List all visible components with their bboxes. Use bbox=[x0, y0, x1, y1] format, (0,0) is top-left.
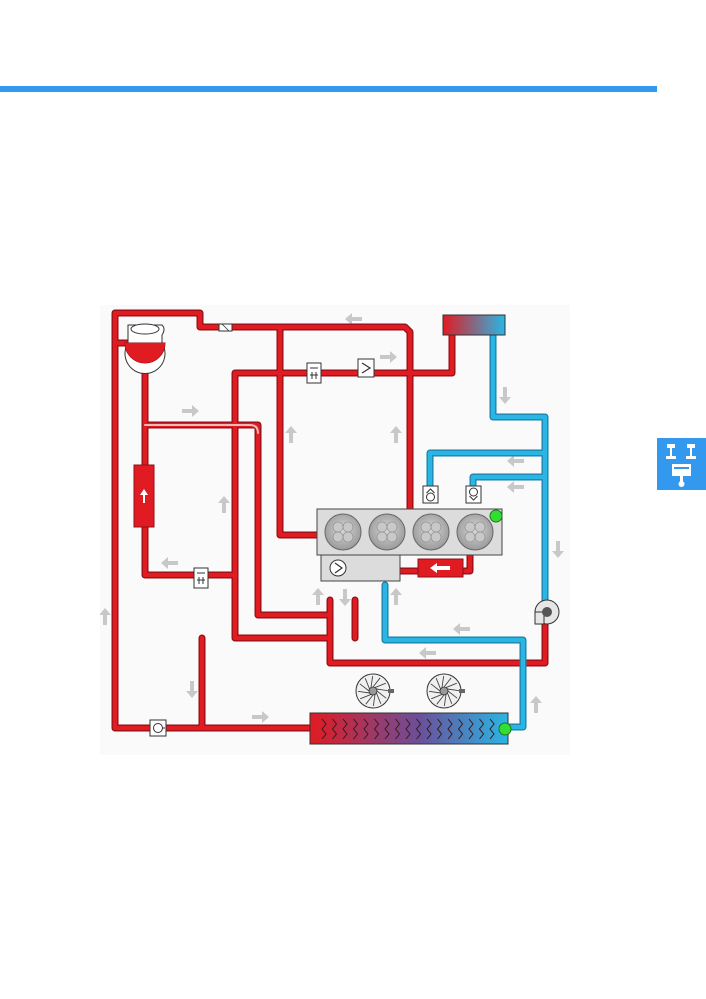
flow-arrow bbox=[186, 681, 198, 698]
flow-arrow bbox=[252, 711, 269, 723]
heat-exchanger bbox=[442, 314, 506, 336]
flow-arrow bbox=[507, 455, 524, 467]
shutoff-valve-lower bbox=[193, 567, 209, 589]
temperature-sensor bbox=[489, 509, 503, 523]
cylinder-2 bbox=[368, 513, 406, 551]
flow-arrow bbox=[218, 496, 230, 513]
thermostat-valve-right bbox=[465, 485, 482, 504]
flow-arrow bbox=[99, 608, 111, 625]
flow-arrow bbox=[390, 426, 402, 443]
heater-core bbox=[133, 464, 155, 528]
flow-arrow bbox=[552, 541, 564, 558]
cylinder-4 bbox=[456, 513, 494, 551]
cylinder-3 bbox=[412, 513, 450, 551]
coolant-pump bbox=[534, 599, 560, 625]
flow-arrow bbox=[312, 588, 324, 605]
hot-coolant-pipes bbox=[111, 309, 549, 732]
side-chapter-tab[interactable] bbox=[657, 438, 706, 490]
flow-arrow bbox=[453, 623, 470, 635]
fan-2 bbox=[426, 673, 465, 709]
flow-arrows bbox=[99, 313, 564, 723]
expansion-tank bbox=[124, 323, 166, 374]
flow-arrow bbox=[182, 405, 199, 417]
exhaust-gas-cooler bbox=[417, 558, 464, 578]
cooling-system-diagram bbox=[99, 305, 570, 755]
auxiliary-pump bbox=[149, 719, 167, 737]
flow-arrow bbox=[345, 313, 362, 325]
flow-arrow bbox=[507, 481, 524, 493]
check-valve bbox=[357, 358, 375, 378]
engine-cylinder-icon bbox=[657, 438, 706, 490]
oil-cooler bbox=[320, 554, 401, 582]
flow-arrow bbox=[285, 426, 297, 443]
top-divider-line bbox=[0, 86, 657, 92]
engine-block bbox=[316, 508, 503, 556]
radiator-fans bbox=[355, 673, 465, 709]
flow-arrow bbox=[380, 351, 397, 363]
fan-1 bbox=[355, 673, 394, 709]
flow-arrow bbox=[390, 588, 402, 605]
flow-arrow bbox=[161, 557, 178, 569]
shutoff-valve-upper bbox=[306, 362, 322, 384]
flow-arrow bbox=[339, 589, 351, 606]
thermostat-valve-left bbox=[422, 485, 439, 504]
cylinder-1 bbox=[324, 513, 362, 551]
flow-arrow bbox=[499, 387, 511, 404]
radiator bbox=[309, 712, 512, 745]
radiator-temperature-sensor bbox=[498, 722, 512, 736]
flow-arrow bbox=[530, 696, 542, 713]
flow-arrow bbox=[419, 647, 436, 659]
